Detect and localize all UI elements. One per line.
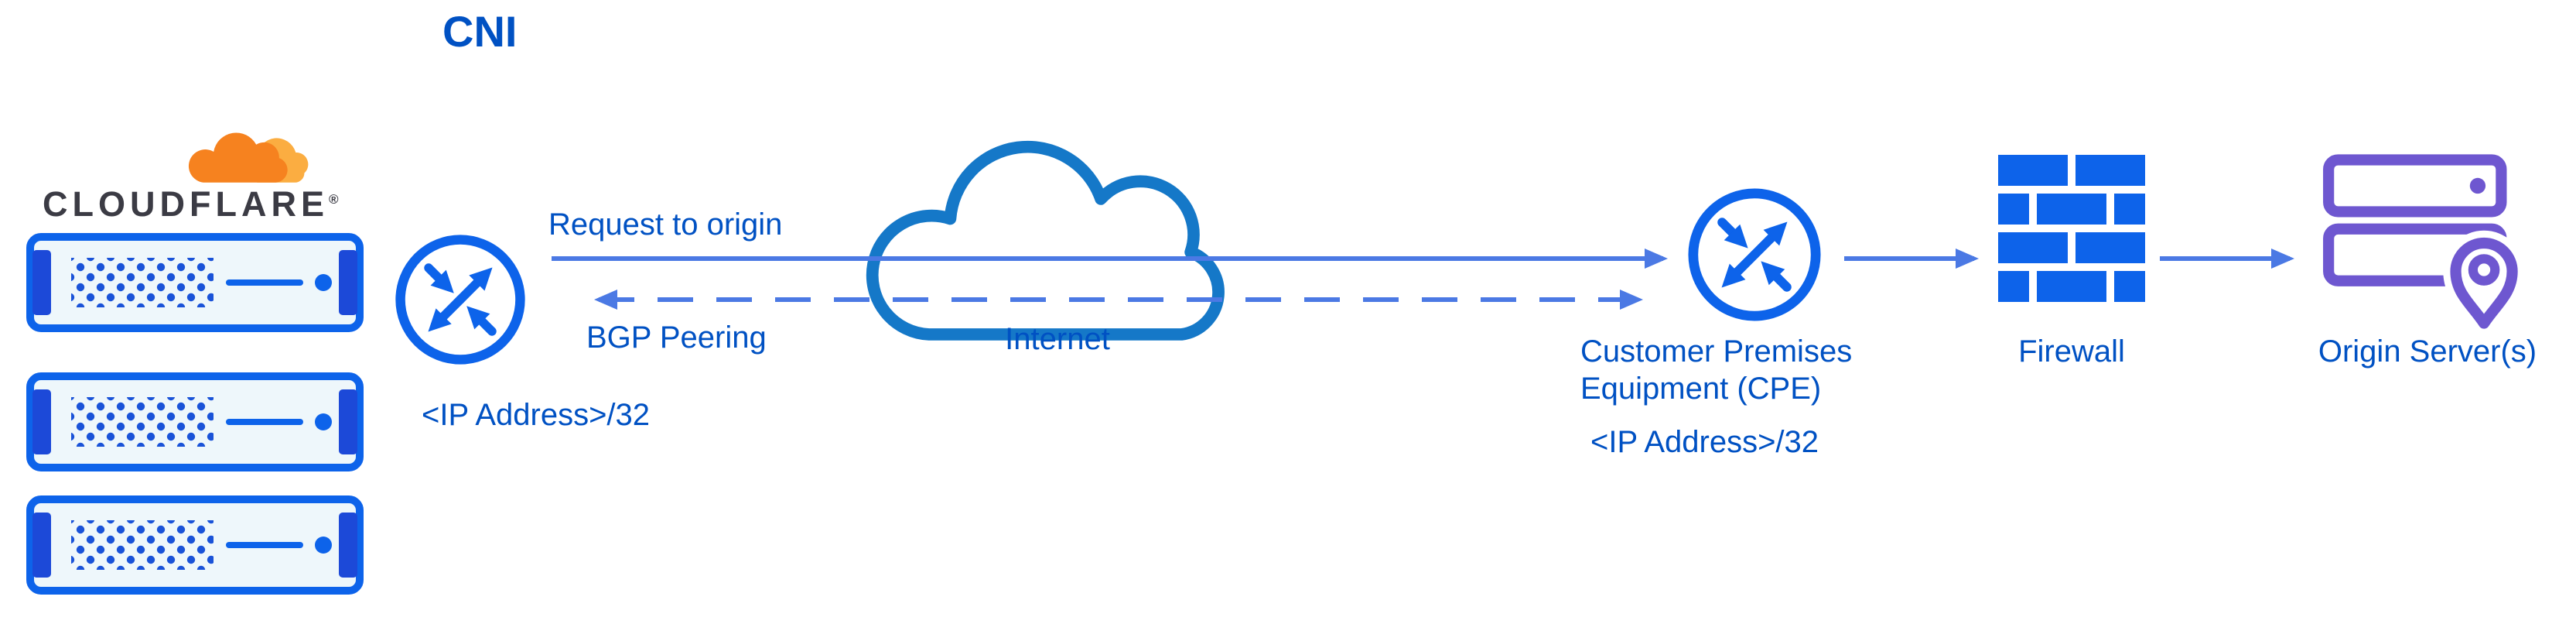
cpe-label: Customer Premises Equipment (CPE) [1580, 334, 1853, 406]
cloudflare-wordmark: CLOUDFLARE® [43, 184, 339, 225]
firewall-icon [1998, 155, 2145, 302]
cloudflare-cloud-icon [188, 132, 309, 183]
cpe-ip-label: <IP Address>/32 [1590, 425, 1819, 459]
cf-router-ip-label: <IP Address>/32 [422, 398, 651, 432]
cloudflare-server-icon [25, 494, 365, 596]
internet-label: Internet [1005, 322, 1110, 356]
registered-mark: ® [328, 192, 339, 207]
cloudflare-logo: CLOUDFLARE® [43, 113, 360, 229]
cloudflare-server-icon [25, 371, 365, 473]
router-icon-cpe [1684, 184, 1825, 325]
origin-server-icon [2323, 154, 2525, 333]
request-to-origin-label: Request to origin [548, 207, 783, 242]
firewall-label: Firewall [2018, 334, 2125, 369]
location-pin-icon [2443, 230, 2525, 333]
origin-label: Origin Server(s) [2318, 334, 2537, 369]
internet-cloud-icon [866, 140, 1225, 341]
diagram-title: CNI [442, 7, 518, 56]
bgp-peering-label: BGP Peering [586, 321, 767, 355]
cloudflare-brand-text: CLOUDFLARE [43, 184, 329, 224]
router-icon-cloudflare [391, 231, 529, 369]
cloudflare-server-icon [25, 231, 365, 334]
